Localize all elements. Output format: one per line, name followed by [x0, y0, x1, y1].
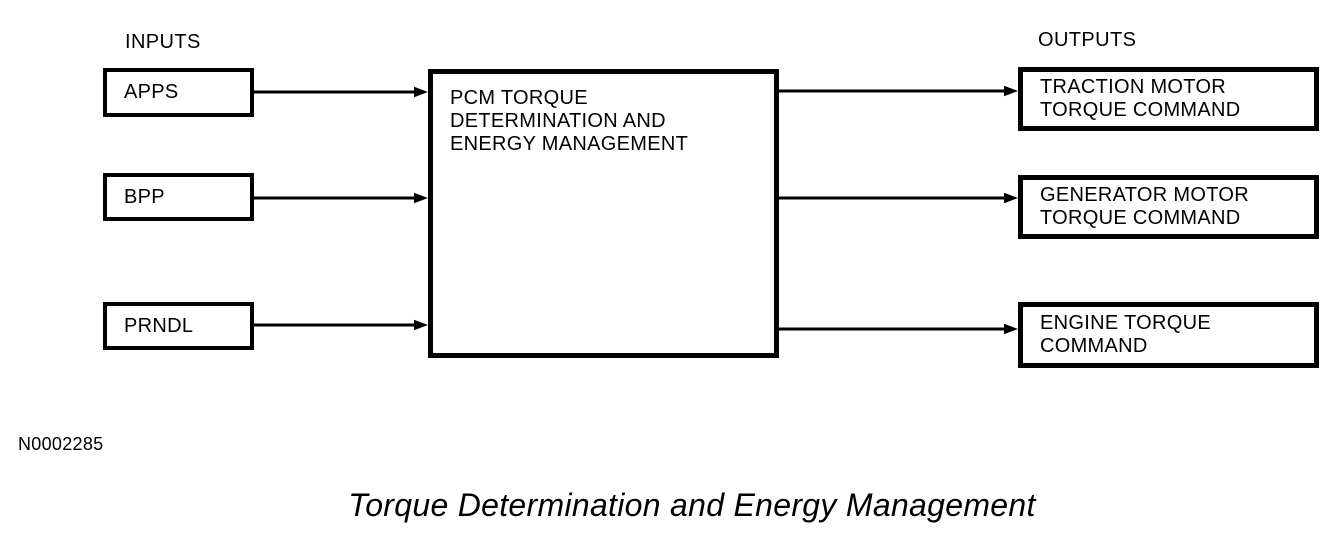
arrow-pcm-to-engine [778, 323, 1018, 335]
output-box-generator-line-1: GENERATOR MOTOR [1040, 184, 1249, 206]
output-box-traction-line-2: TORQUE COMMAND [1040, 99, 1241, 121]
process-box-pcm-torque: PCM TORQUE DETERMINATION AND ENERGY MANA… [428, 69, 779, 358]
input-box-prndl-label: PRNDL [124, 314, 194, 337]
outputs-column-label: OUTPUTS [1038, 29, 1137, 51]
arrow-prndl-to-pcm [253, 319, 428, 331]
inputs-column-label: INPUTS [125, 31, 201, 53]
output-box-traction-line-1: TRACTION MOTOR [1040, 76, 1227, 98]
process-box-line-2: DETERMINATION AND [450, 110, 666, 132]
arrow-apps-to-pcm [253, 86, 428, 98]
input-box-prndl: PRNDL [103, 302, 254, 350]
figure-number: N0002285 [18, 434, 104, 454]
output-box-engine-line-2: COMMAND [1040, 335, 1148, 357]
arrow-pcm-to-generator [778, 192, 1018, 204]
process-box-line-3: ENERGY MANAGEMENT [450, 133, 689, 155]
output-box-engine-torque: ENGINE TORQUE COMMAND [1018, 302, 1319, 368]
input-box-apps-label: APPS [124, 81, 179, 103]
arrow-bpp-to-pcm [253, 192, 428, 204]
output-box-engine-line-1: ENGINE TORQUE [1040, 312, 1211, 334]
output-box-traction-motor: TRACTION MOTOR TORQUE COMMAND [1018, 67, 1319, 131]
input-box-bpp: BPP [103, 173, 254, 221]
input-box-bpp-label: BPP [124, 185, 165, 208]
figure-caption: Torque Determination and Energy Manageme… [348, 487, 1036, 523]
input-box-apps: APPS [103, 68, 254, 117]
output-box-generator-line-2: TORQUE COMMAND [1040, 207, 1241, 229]
arrow-pcm-to-traction [778, 85, 1018, 97]
process-box-line-1: PCM TORQUE [450, 87, 588, 109]
output-box-generator-motor: GENERATOR MOTOR TORQUE COMMAND [1018, 175, 1319, 239]
